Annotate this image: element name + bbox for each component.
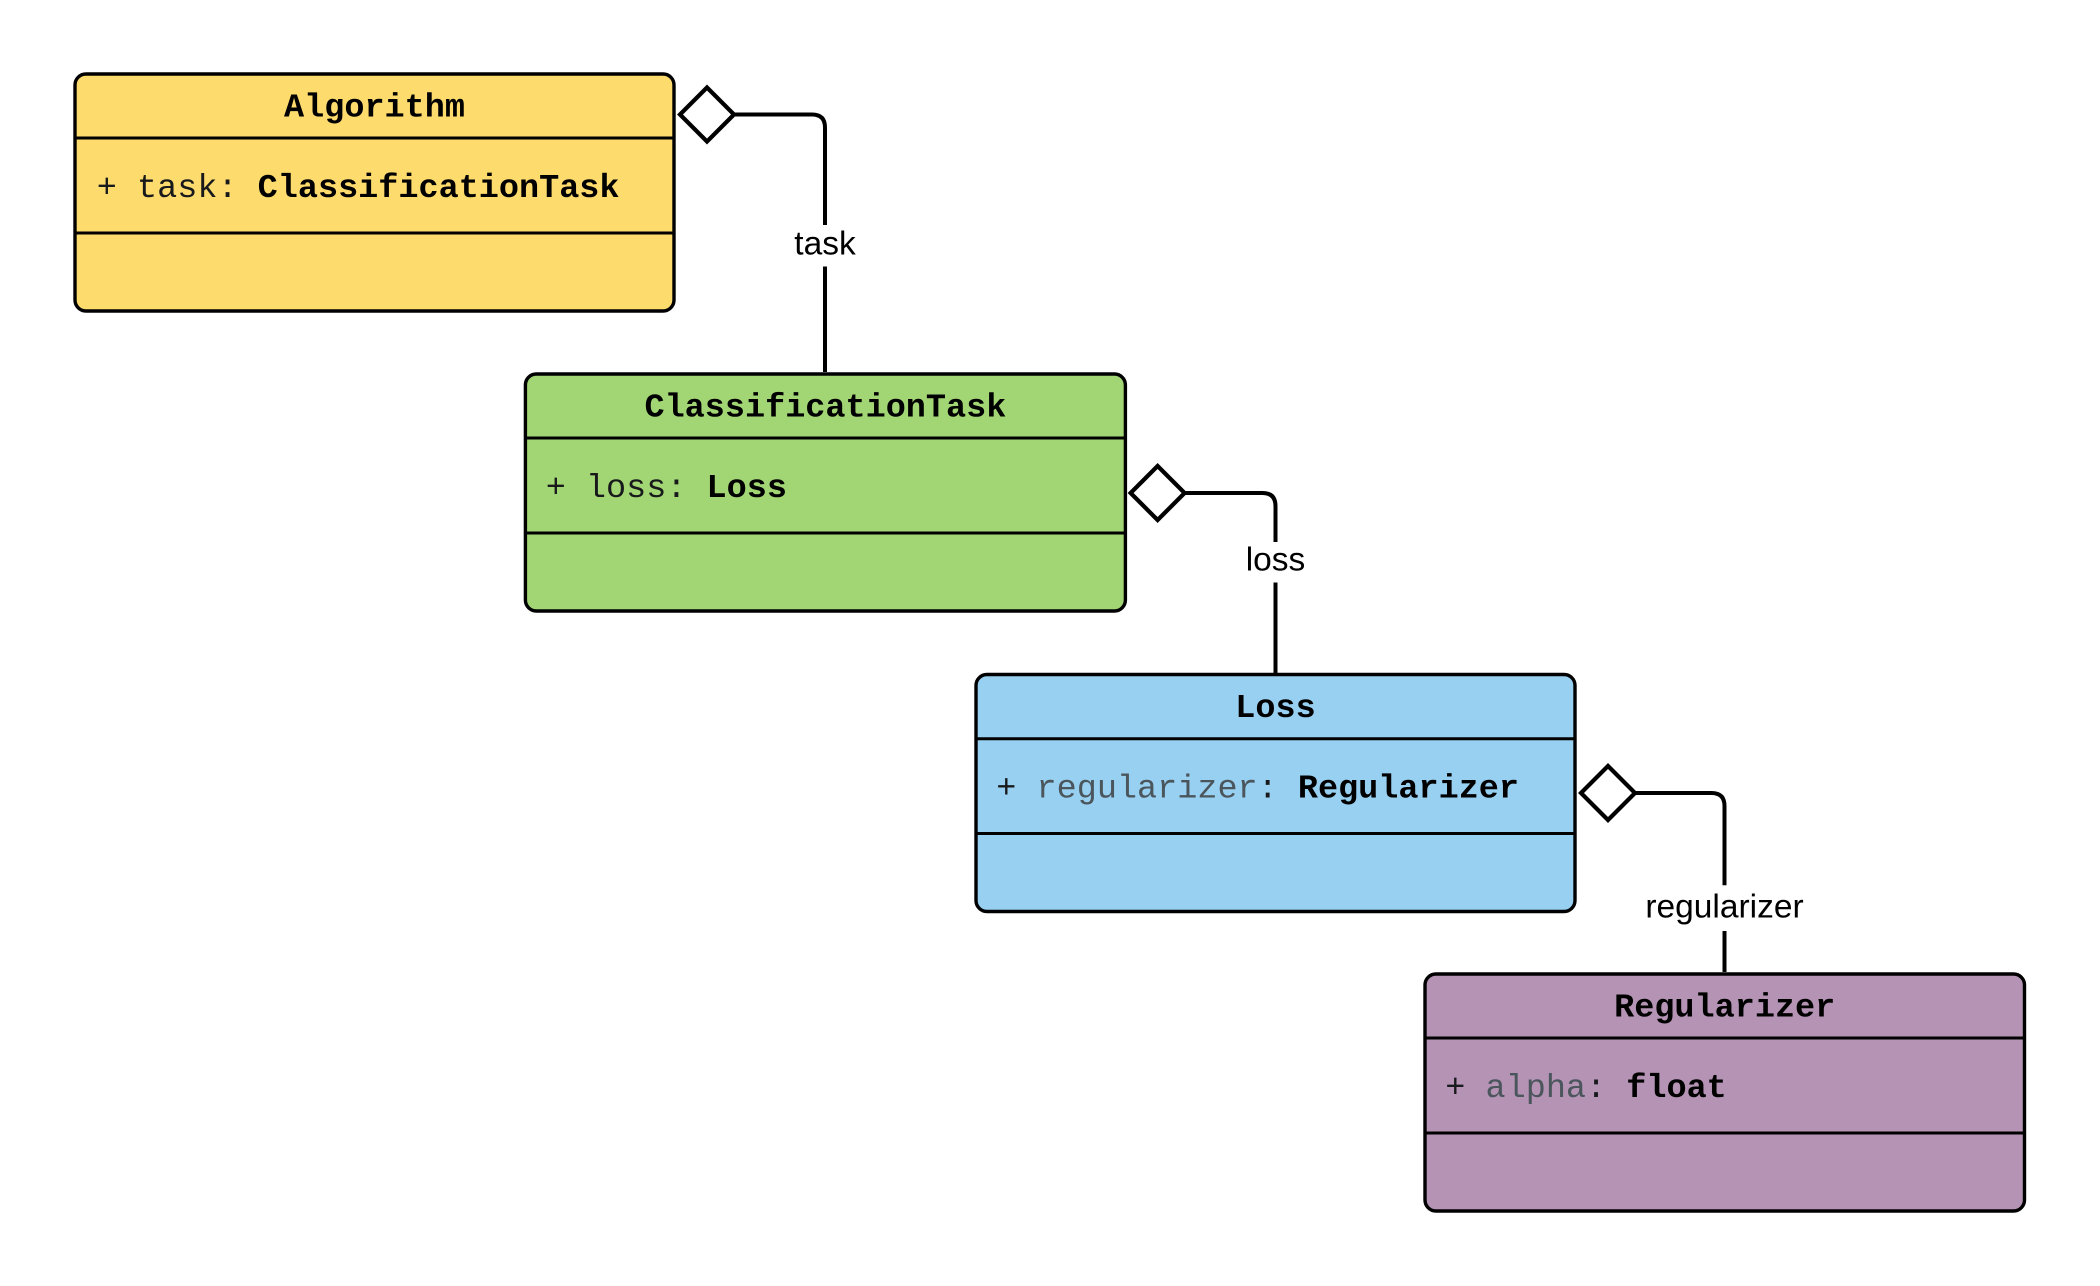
svg-text:Loss: Loss [1235,690,1315,728]
svg-text:+ alpha: float: + alpha: float [1445,1070,1727,1108]
svg-text:ClassificationTask: ClassificationTask [644,390,1006,428]
svg-text:loss: loss [1246,542,1306,579]
svg-text:+ task: ClassificationTask: + task: ClassificationTask [97,170,620,208]
svg-text:Regularizer: Regularizer [1614,990,1835,1028]
svg-text:regularizer: regularizer [1645,889,1803,926]
svg-text:task: task [794,226,856,263]
svg-text:+ loss: Loss: + loss: Loss [546,470,787,508]
svg-text:Algorithm: Algorithm [284,90,465,128]
svg-text:+ regularizer: Regularizer: + regularizer: Regularizer [996,771,1519,809]
